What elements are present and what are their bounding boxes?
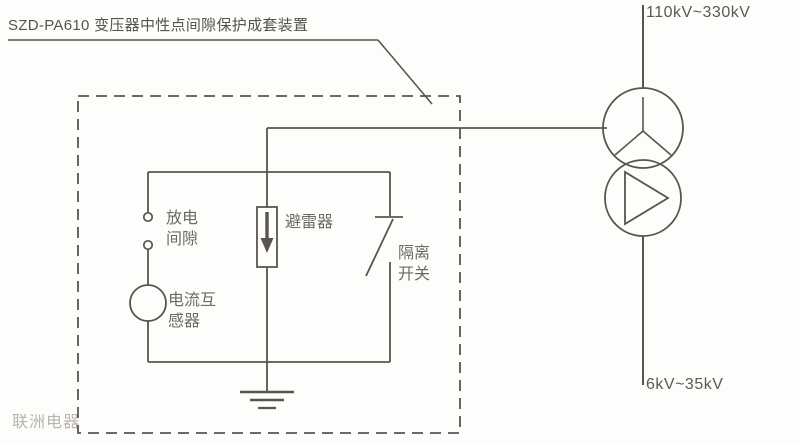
neutral-wire-group [266,127,607,392]
device-enclosure-dashed-box [77,95,461,434]
isolating-switch-label-line2: 开关 [398,266,431,283]
arrester-label: 避雷器 [285,214,334,231]
discharge-gap-label-line2: 间隙 [166,231,199,248]
ground-symbol [240,390,294,410]
transformer-hv-winding-circle [602,87,684,169]
low-voltage-label: 6kV~35kV [646,376,724,393]
upper-bus-group [147,171,391,216]
wye-arm-right [642,130,672,156]
isolating-switch-label-line1: 隔离 [398,245,431,262]
high-voltage-label: 110kV~330kV [646,4,751,21]
watermark-text: 联洲电器 [12,414,81,431]
title-leader-group [8,39,433,105]
title-leader-line [377,39,433,105]
discharge-gap-upper-electrode [142,211,154,223]
delta-winding-triangle [624,170,670,226]
discharge-gap-symbol [142,211,154,285]
discharge-gap-lower-electrode [142,239,154,251]
discharge-gap-label-line1: 放电 [166,210,199,227]
current-transformer-label-line2: 感器 [168,313,201,330]
arrester-arrow-head [260,238,274,253]
switch-blade [365,218,394,277]
current-transformer-symbol [129,284,167,362]
current-transformer-label-line1: 电流互 [168,292,217,309]
current-transformer-circle [129,284,167,322]
diagram-title: SZD-PA610 变压器中性点间隙保护成套装置 [8,17,309,34]
power-transformer-symbol [602,5,684,385]
wye-arm-left [614,130,644,156]
isolating-switch-symbol [365,216,403,362]
surge-arrester-symbol [256,206,278,268]
